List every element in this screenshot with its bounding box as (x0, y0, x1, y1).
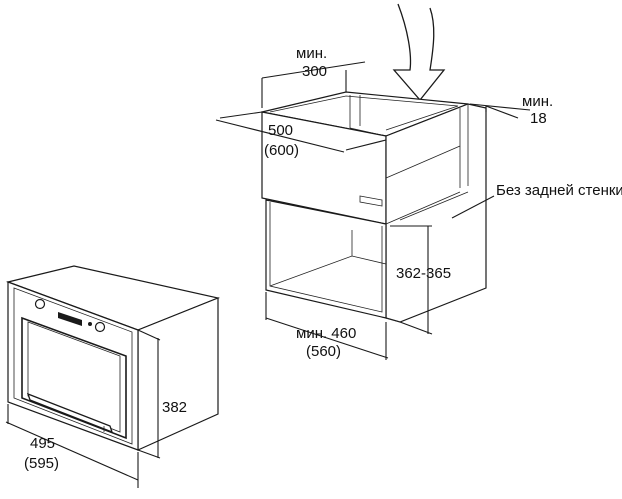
dim-niche-depth-alt: (560) (306, 343, 341, 360)
cabinet-side-panel (385, 103, 487, 323)
dim-niche-depth: мин. 460 (296, 325, 356, 342)
dim-side-gap-value: 18 (530, 110, 547, 127)
dim-niche-height: 362-365 (396, 265, 451, 282)
dim-width-alt: (600) (264, 142, 299, 159)
dim-oven-width-alt: (595) (24, 455, 59, 472)
oven-display (58, 312, 82, 326)
oven-knob-right-icon (94, 321, 106, 333)
note-no-back-wall: Без задней стенки (496, 182, 622, 199)
dim-oven-height: 382 (162, 399, 187, 416)
oven-handle (26, 392, 114, 434)
dim-oven-width: 495 (30, 435, 55, 452)
dim-top-depth-label: мин. (296, 45, 327, 62)
dim-width-value: 500 (268, 122, 293, 139)
dim-top-depth-value: 300 (302, 63, 327, 80)
dim-side-gap-label: мин. (522, 93, 553, 110)
airflow-arrow-icon (392, 3, 446, 102)
oven-knob-left-icon (34, 298, 46, 310)
oven-drawing: 382 495 (595) (5, 265, 221, 488)
cabinet-drawing: мин. 300 500 (600) мин. 18 Без задней ст… (215, 3, 622, 360)
